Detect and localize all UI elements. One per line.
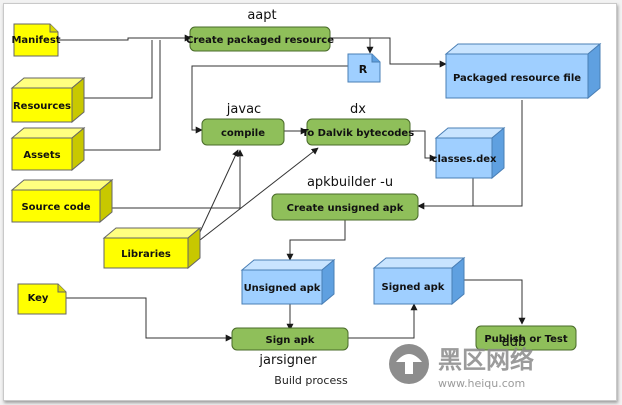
output-classes-dex: classes.dex xyxy=(432,126,506,180)
sign-apk-label: Sign apk xyxy=(266,335,315,346)
input-source-code: Source code xyxy=(10,178,114,224)
create-unsigned-apk-label: Create unsigned apk xyxy=(287,203,404,214)
step-compile: compile xyxy=(201,118,285,146)
tool-jarsigner: jarsigner xyxy=(258,353,317,368)
edge-key-sign xyxy=(66,297,233,342)
step-publish-or-test: Publish or Test xyxy=(475,325,577,351)
create-packaged-resource-label: Create packaged resource xyxy=(186,35,334,46)
assets-label: Assets xyxy=(23,150,60,161)
to-dalvik-label: To Dalvik bytecodes xyxy=(302,128,414,139)
r-label: R xyxy=(359,63,368,76)
signed-apk-label: Signed apk xyxy=(382,282,445,293)
input-resources: Resources xyxy=(10,76,86,124)
edge-packaged-apkbuilder xyxy=(473,100,523,207)
step-to-dalvik: To Dalvik bytecodes xyxy=(302,118,414,146)
watermark-chinese: 黑区网络 xyxy=(438,346,534,374)
edge-aapt-packaged xyxy=(330,37,447,68)
step-create-packaged-resource: Create packaged resource xyxy=(186,26,334,52)
packaged-resource-file-label: Packaged resource file xyxy=(453,73,581,84)
output-unsigned-apk: Unsigned apk xyxy=(240,258,336,306)
input-manifest: Manifest xyxy=(11,23,61,57)
edge-assets-aapt xyxy=(84,40,161,151)
classes-dex-label: classes.dex xyxy=(432,154,497,165)
edge-aapt-r xyxy=(330,37,374,54)
edge-libraries-compile xyxy=(199,149,239,233)
step-create-unsigned-apk: Create unsigned apk xyxy=(271,193,419,221)
watermark: 黑区网络 www.heiqu.com xyxy=(389,344,534,390)
resources-label: Resources xyxy=(13,101,71,112)
key-label: Key xyxy=(28,293,49,304)
edge-resources-aapt xyxy=(84,40,153,99)
libraries-label: Libraries xyxy=(121,249,171,260)
input-key: Key xyxy=(17,283,67,315)
connectors xyxy=(58,34,526,342)
edge-r-compile xyxy=(191,65,348,134)
output-packaged-resource-file: Packaged resource file xyxy=(444,42,602,100)
edge-sign-signed xyxy=(348,303,418,339)
tool-dx: dx xyxy=(350,102,366,117)
edge-classes-apkbuilder xyxy=(417,178,474,210)
source-code-label: Source code xyxy=(21,202,90,213)
unsigned-apk-label: Unsigned apk xyxy=(244,283,321,294)
compile-label: compile xyxy=(221,128,265,139)
output-r: R xyxy=(347,53,381,83)
input-assets: Assets xyxy=(10,126,86,172)
tool-apkbuilder: apkbuilder -u xyxy=(307,175,393,190)
edge-signed-publish xyxy=(458,279,526,325)
tool-aapt: aapt xyxy=(247,8,276,23)
step-sign-apk: Sign apk xyxy=(231,327,349,351)
figure-caption: Build process xyxy=(274,374,348,387)
edge-apkbuilder-unsigned xyxy=(286,220,346,261)
edge-dx-classes xyxy=(410,130,437,162)
publish-or-test-label: Publish or Test xyxy=(484,334,568,345)
watermark-url: www.heiqu.com xyxy=(438,377,525,390)
tool-javac: javac xyxy=(226,102,261,117)
input-libraries: Libraries xyxy=(102,226,202,270)
tool-adb: adb xyxy=(502,335,526,350)
edge-manifest-aapt xyxy=(58,34,192,42)
edge-libraries-dx xyxy=(199,147,319,241)
output-signed-apk: Signed apk xyxy=(372,256,466,306)
manifest-label: Manifest xyxy=(11,35,60,46)
edge-source-compile xyxy=(112,149,244,209)
